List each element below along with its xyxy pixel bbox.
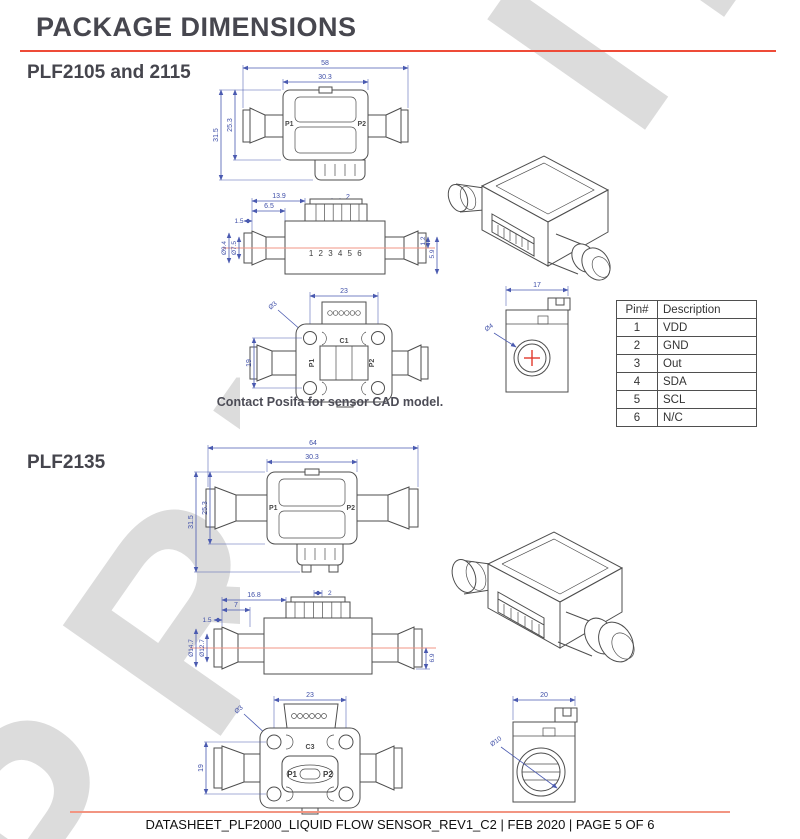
sensor-body-outline <box>512 707 578 803</box>
page-title: PACKAGE DIMENSIONS <box>36 12 357 42</box>
dim-bore-dia-label: Ø4 <box>484 322 495 333</box>
cavity-label: C3 <box>306 744 315 751</box>
dim-tube-od-label: Ø7.5 <box>231 241 238 255</box>
dim-inner-height-label: 25.3 <box>202 501 209 515</box>
dim-inner-height-label: 25.3 <box>227 118 234 132</box>
desc-cell: SDA <box>657 372 757 391</box>
header-rule <box>20 50 776 52</box>
dim-width-label: 58 <box>321 60 329 67</box>
port2-label: P2 <box>369 359 376 368</box>
dim-width-label: 64 <box>309 440 317 447</box>
sensor-body-outline <box>213 703 403 815</box>
dim-right-a-label: 6.9 <box>429 653 436 662</box>
plf2105-bottom-view-drawing: 23 Ø3 C1 P1 P2 19 <box>246 288 429 408</box>
footer-text: DATASHEET_PLF2000_LIQUID FLOW SENSOR_REV… <box>145 817 655 832</box>
desc-cell: SCL <box>657 390 757 409</box>
sensor-body-outline <box>213 596 423 675</box>
dim-inner-width-label: 30.3 <box>318 74 332 81</box>
plf2105-top-view-drawing: 58 30.3 P1 P2 31.5 25.3 <box>213 60 409 181</box>
sensor-body-outline <box>205 468 419 573</box>
dim-height-label: 31.5 <box>188 515 195 529</box>
isometric-body <box>447 155 611 281</box>
port1-label: P1 <box>285 121 294 128</box>
dim-13-9-label: 13.9 <box>272 193 286 200</box>
plf2135-end-view-drawing: 20 Ø10 <box>489 692 578 803</box>
dim-1-5-label: 1.5 <box>234 218 243 225</box>
dim-16-8-label: 16.8 <box>247 592 261 599</box>
pin-cell: 2 <box>616 336 658 355</box>
pin-cell: 4 <box>616 372 658 391</box>
dim-hole-pitch-label: 23 <box>340 288 348 295</box>
dim-pin-pitch-label: 2 <box>346 194 350 201</box>
table-header-row: Pin# Description <box>616 300 757 319</box>
dim-width-label: 17 <box>533 282 541 289</box>
pin-cell: 6 <box>616 408 658 427</box>
pin-header-cell: Pin# <box>616 300 658 319</box>
dim-height-label: 19 <box>246 359 253 367</box>
port2-label: P2 <box>357 121 366 128</box>
desc-cell: VDD <box>657 318 757 337</box>
isometric-body <box>451 531 635 663</box>
plf2105-end-view-drawing: 17 Ø4 <box>484 282 571 393</box>
sensor-body-outline <box>249 301 429 408</box>
pin-cell: 3 <box>616 354 658 373</box>
sensor-body-outline <box>505 297 571 393</box>
desc-cell: GND <box>657 336 757 355</box>
dim-width-label: 20 <box>540 692 548 699</box>
footer-rule <box>70 811 730 813</box>
dim-tube-od-label: Ø12.7 <box>199 639 206 657</box>
plf2135-side-view-drawing: 16.8 7 1.5 2 Ø14.7 Ø12.7 6.9 <box>188 590 436 675</box>
dim-7-label: 7 <box>234 602 238 609</box>
dim-height-label: 31.5 <box>213 128 220 142</box>
pin-numbers-label: 1 2 3 4 5 6 <box>309 249 363 258</box>
desc-cell: Out <box>657 354 757 373</box>
cad-model-note: Contact Posifa for sensor CAD model. <box>216 395 444 409</box>
port1-label: P1 <box>269 505 278 512</box>
plf2135-isometric-drawing <box>451 531 635 663</box>
section-heading-plf2105: PLF2105 and 2115 <box>27 62 191 83</box>
port1-label: P1 <box>287 770 297 779</box>
port2-label: P2 <box>346 505 355 512</box>
sensor-body-outline <box>243 198 427 275</box>
dim-barb-od-label: Ø14.7 <box>188 639 195 657</box>
dim-right-a-label: 1.2 <box>420 236 427 245</box>
dim-1-5-label: 1.5 <box>202 617 211 624</box>
port1-label: P1 <box>309 359 316 368</box>
dim-hole-dia-label: Ø3 <box>233 704 244 715</box>
description-header-cell: Description <box>657 300 757 319</box>
pin-cell: 5 <box>616 390 658 409</box>
sensor-body-outline <box>242 86 409 181</box>
dim-bore-dia-label: Ø10 <box>489 735 503 748</box>
plf2105-isometric-drawing <box>447 155 611 281</box>
dim-hole-pitch-label: 23 <box>306 692 314 699</box>
port2-label: P2 <box>323 770 333 779</box>
cavity-label: C1 <box>340 338 349 345</box>
dim-right-b-label: 5.9 <box>429 249 436 258</box>
plf2105-side-view-drawing: 13.9 2 6.5 1.5 1 2 3 4 5 6 Ø9.4 Ø7.5 <box>221 193 440 275</box>
dim-6-5-label: 6.5 <box>264 203 274 210</box>
dim-inner-width-label: 30.3 <box>305 454 319 461</box>
plf2135-bottom-view-drawing: 23 Ø3 C3 P1 P2 19 <box>198 692 403 815</box>
dim-pin-pitch-label: 2 <box>328 590 332 597</box>
pin-cell: 1 <box>616 318 658 337</box>
dim-barb-od-label: Ø9.4 <box>221 241 228 255</box>
plf2135-top-view-drawing: 64 30.3 P1 P2 31.5 25.3 <box>188 440 419 573</box>
dim-height-label: 19 <box>198 764 205 772</box>
section-heading-plf2135: PLF2135 <box>27 452 106 473</box>
dim-hole-dia-label: Ø3 <box>267 300 278 311</box>
desc-cell: N/C <box>657 408 757 427</box>
